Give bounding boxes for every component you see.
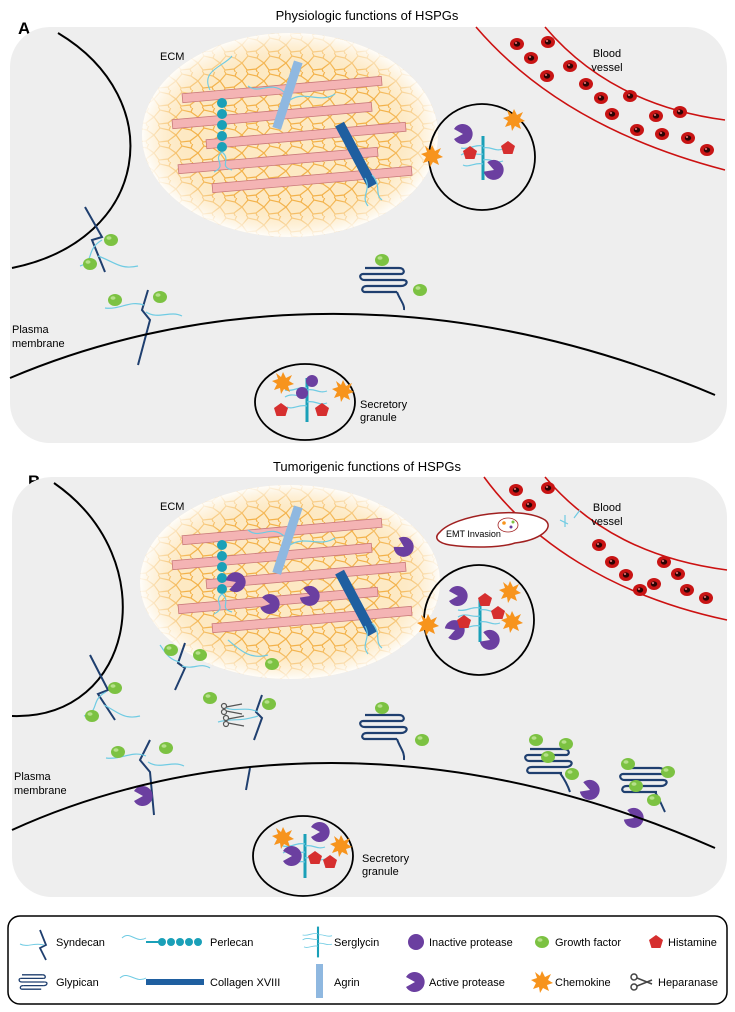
plasma-membrane-label-line2: membrane (12, 338, 65, 350)
secretory-granule-b (252, 815, 354, 897)
blood-vessel-label-b-line2: vessel (591, 516, 622, 528)
legend-label-glypican: Glypican (56, 977, 99, 989)
panel-b: B Tumorigenic functions of HSPGs Blood v… (11, 459, 728, 897)
syndecans-a (79, 206, 183, 366)
blood-vessel-a (475, 26, 726, 171)
secretory-granule-label-line1: Secretory (360, 399, 408, 411)
plasma-membrane-b (11, 762, 716, 849)
serglycin-complex-a (421, 103, 536, 211)
neighbor-cell-membrane (11, 32, 132, 269)
legend-label-heparanase: Heparanase (658, 977, 718, 989)
emt-invasion-label: EMT Invasion (446, 529, 501, 539)
perlecan (217, 98, 227, 152)
emt-invasion-cell (436, 511, 549, 548)
neighbor-cell-membrane-b (11, 482, 124, 718)
inactive-protease-icon (408, 934, 424, 950)
blood-vessel-b (483, 476, 728, 621)
legend-label-collagen-xviii: Collagen XVIII (210, 977, 280, 989)
glypican-a (359, 266, 408, 311)
glypican-cluster-b (524, 747, 668, 813)
panel-a-letter: A (18, 19, 30, 38)
legend-label-chemokine: Chemokine (555, 977, 611, 989)
plasma-membrane-label-line1: Plasma (12, 324, 50, 336)
secretory-granule-label-b-line2: granule (362, 866, 399, 878)
perlecan-icon (121, 934, 202, 946)
secretory-granule-a (254, 363, 356, 441)
panel-b-title: Tumorigenic functions of HSPGs (273, 459, 462, 474)
blood-vessel-label-line2: vessel (591, 62, 622, 74)
glypican-b (359, 713, 408, 761)
panel-a-title: Physiologic functions of HSPGs (276, 8, 459, 23)
blood-vessel-label-line1: Blood (593, 48, 621, 60)
legend-label-serglycin: Serglycin (334, 937, 379, 949)
agrin-icon (316, 964, 323, 998)
agrin (272, 60, 303, 130)
heparanase-scissors-b (220, 702, 245, 728)
ecm-label: ECM (160, 51, 184, 63)
legend-label-perlecan: Perlecan (210, 937, 253, 949)
collagen-xviii-icon (119, 974, 204, 985)
legend-label-agrin: Agrin (334, 977, 360, 989)
plasma-membrane-a (9, 312, 716, 396)
legend-label-histamine: Histamine (668, 937, 717, 949)
secretory-granule-label-b-line1: Secretory (362, 853, 410, 865)
legend-label-inactive-protease: Inactive protease (429, 937, 513, 949)
plasma-membrane-label-b-line2: membrane (14, 785, 67, 797)
legend-label-syndecan: Syndecan (56, 937, 105, 949)
legend-label-growth-factor: Growth factor (555, 937, 621, 949)
secretory-granule-label-line2: granule (360, 412, 397, 424)
plasma-membrane-label-b-line1: Plasma (14, 771, 52, 783)
blood-vessel-label-b-line1: Blood (593, 502, 621, 514)
legend-label-active-protease: Active protease (429, 977, 505, 989)
serglycin-complex-b (417, 564, 535, 676)
syndecan-icon (19, 929, 48, 961)
growth-factor-icon (535, 936, 549, 948)
syndecans-b (83, 639, 269, 816)
panel-a: A Physiologic functions of HSPGs Blood v… (9, 8, 727, 443)
ecm-b (140, 485, 440, 679)
ecm-a (142, 33, 438, 237)
collagen-xviii (335, 121, 377, 189)
legend: Syndecan Perlecan Serglycin Inactive pro… (7, 915, 728, 1005)
heparanase-icon (630, 973, 653, 991)
ecm-label-b: ECM (160, 501, 184, 513)
